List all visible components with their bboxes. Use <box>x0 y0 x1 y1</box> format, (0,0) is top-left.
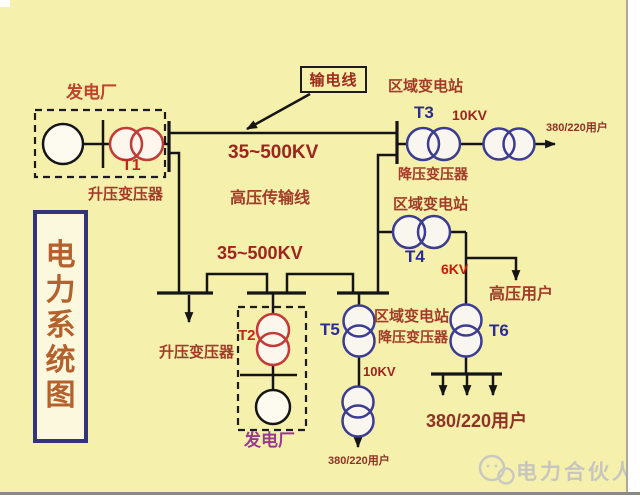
bottom-border-strip <box>0 492 640 501</box>
transmission-line-box: 输电线 <box>300 66 367 93</box>
corner-artifact <box>0 0 10 7</box>
users-380-right-label: 380/220用户 <box>546 122 608 134</box>
generator-bottom <box>254 388 292 426</box>
hv-transmission-label: 高压传输线 <box>230 190 311 207</box>
transformer-t3 <box>405 126 462 162</box>
users-380-bottom-small-label: 380/220用户 <box>328 455 390 467</box>
transformer-t1 <box>108 126 165 162</box>
region-station-2-label: 区域变电站 <box>393 196 469 213</box>
t2-label: T2 <box>238 327 256 344</box>
plant-bottom-label: 发电厂 <box>244 431 295 450</box>
region-station-3-label: 区域变电站 <box>374 308 450 325</box>
diagram-title-box: 电力系统图 <box>33 210 88 443</box>
kv10-top-label: 10KV <box>452 107 488 123</box>
kv6-label: 6KV <box>441 261 469 277</box>
users-380-bottom-big-label: 380/220用户 <box>426 411 528 431</box>
step-up-2-label: 升压变压器 <box>159 344 235 361</box>
transformer-t3-secondary <box>482 127 536 161</box>
wiring <box>83 120 502 391</box>
transformer-t4 <box>391 214 452 250</box>
watermark-logo <box>478 454 515 485</box>
t1-label: T1 <box>122 157 141 174</box>
hv-users-label: 高压用户 <box>489 286 554 303</box>
transformer-t5 <box>342 304 376 358</box>
step-up-1-label: 升压变压器 <box>88 186 164 203</box>
t4-label: T4 <box>405 247 425 266</box>
right-border-strip <box>626 0 640 501</box>
diagram-title: 电力系统图 <box>45 239 76 412</box>
t3-label: T3 <box>414 103 434 122</box>
t5-label: T5 <box>320 320 340 339</box>
region-station-1-label: 区域变电站 <box>388 78 464 95</box>
transformer-t2 <box>255 312 291 367</box>
kv-range-top-label: 35~500KV <box>228 142 319 163</box>
load-arrows <box>184 92 557 449</box>
kv10-mid-label: 10KV <box>363 364 396 379</box>
transmission-line-label: 输电线 <box>309 72 358 89</box>
watermark-text: 电力合伙人 <box>516 461 636 484</box>
plant-top-label: 发电厂 <box>66 83 117 102</box>
plant-top-dashed-box <box>33 108 167 179</box>
kv-range-mid-label: 35~500KV <box>217 243 303 263</box>
transformer-t6 <box>449 303 483 358</box>
generator-top <box>41 122 85 166</box>
step-down-1-label: 降压变压器 <box>398 166 468 182</box>
transformer-t5-secondary <box>341 385 375 438</box>
step-down-2-label: 降压变压器 <box>378 329 448 345</box>
t6-label: T6 <box>489 321 509 340</box>
